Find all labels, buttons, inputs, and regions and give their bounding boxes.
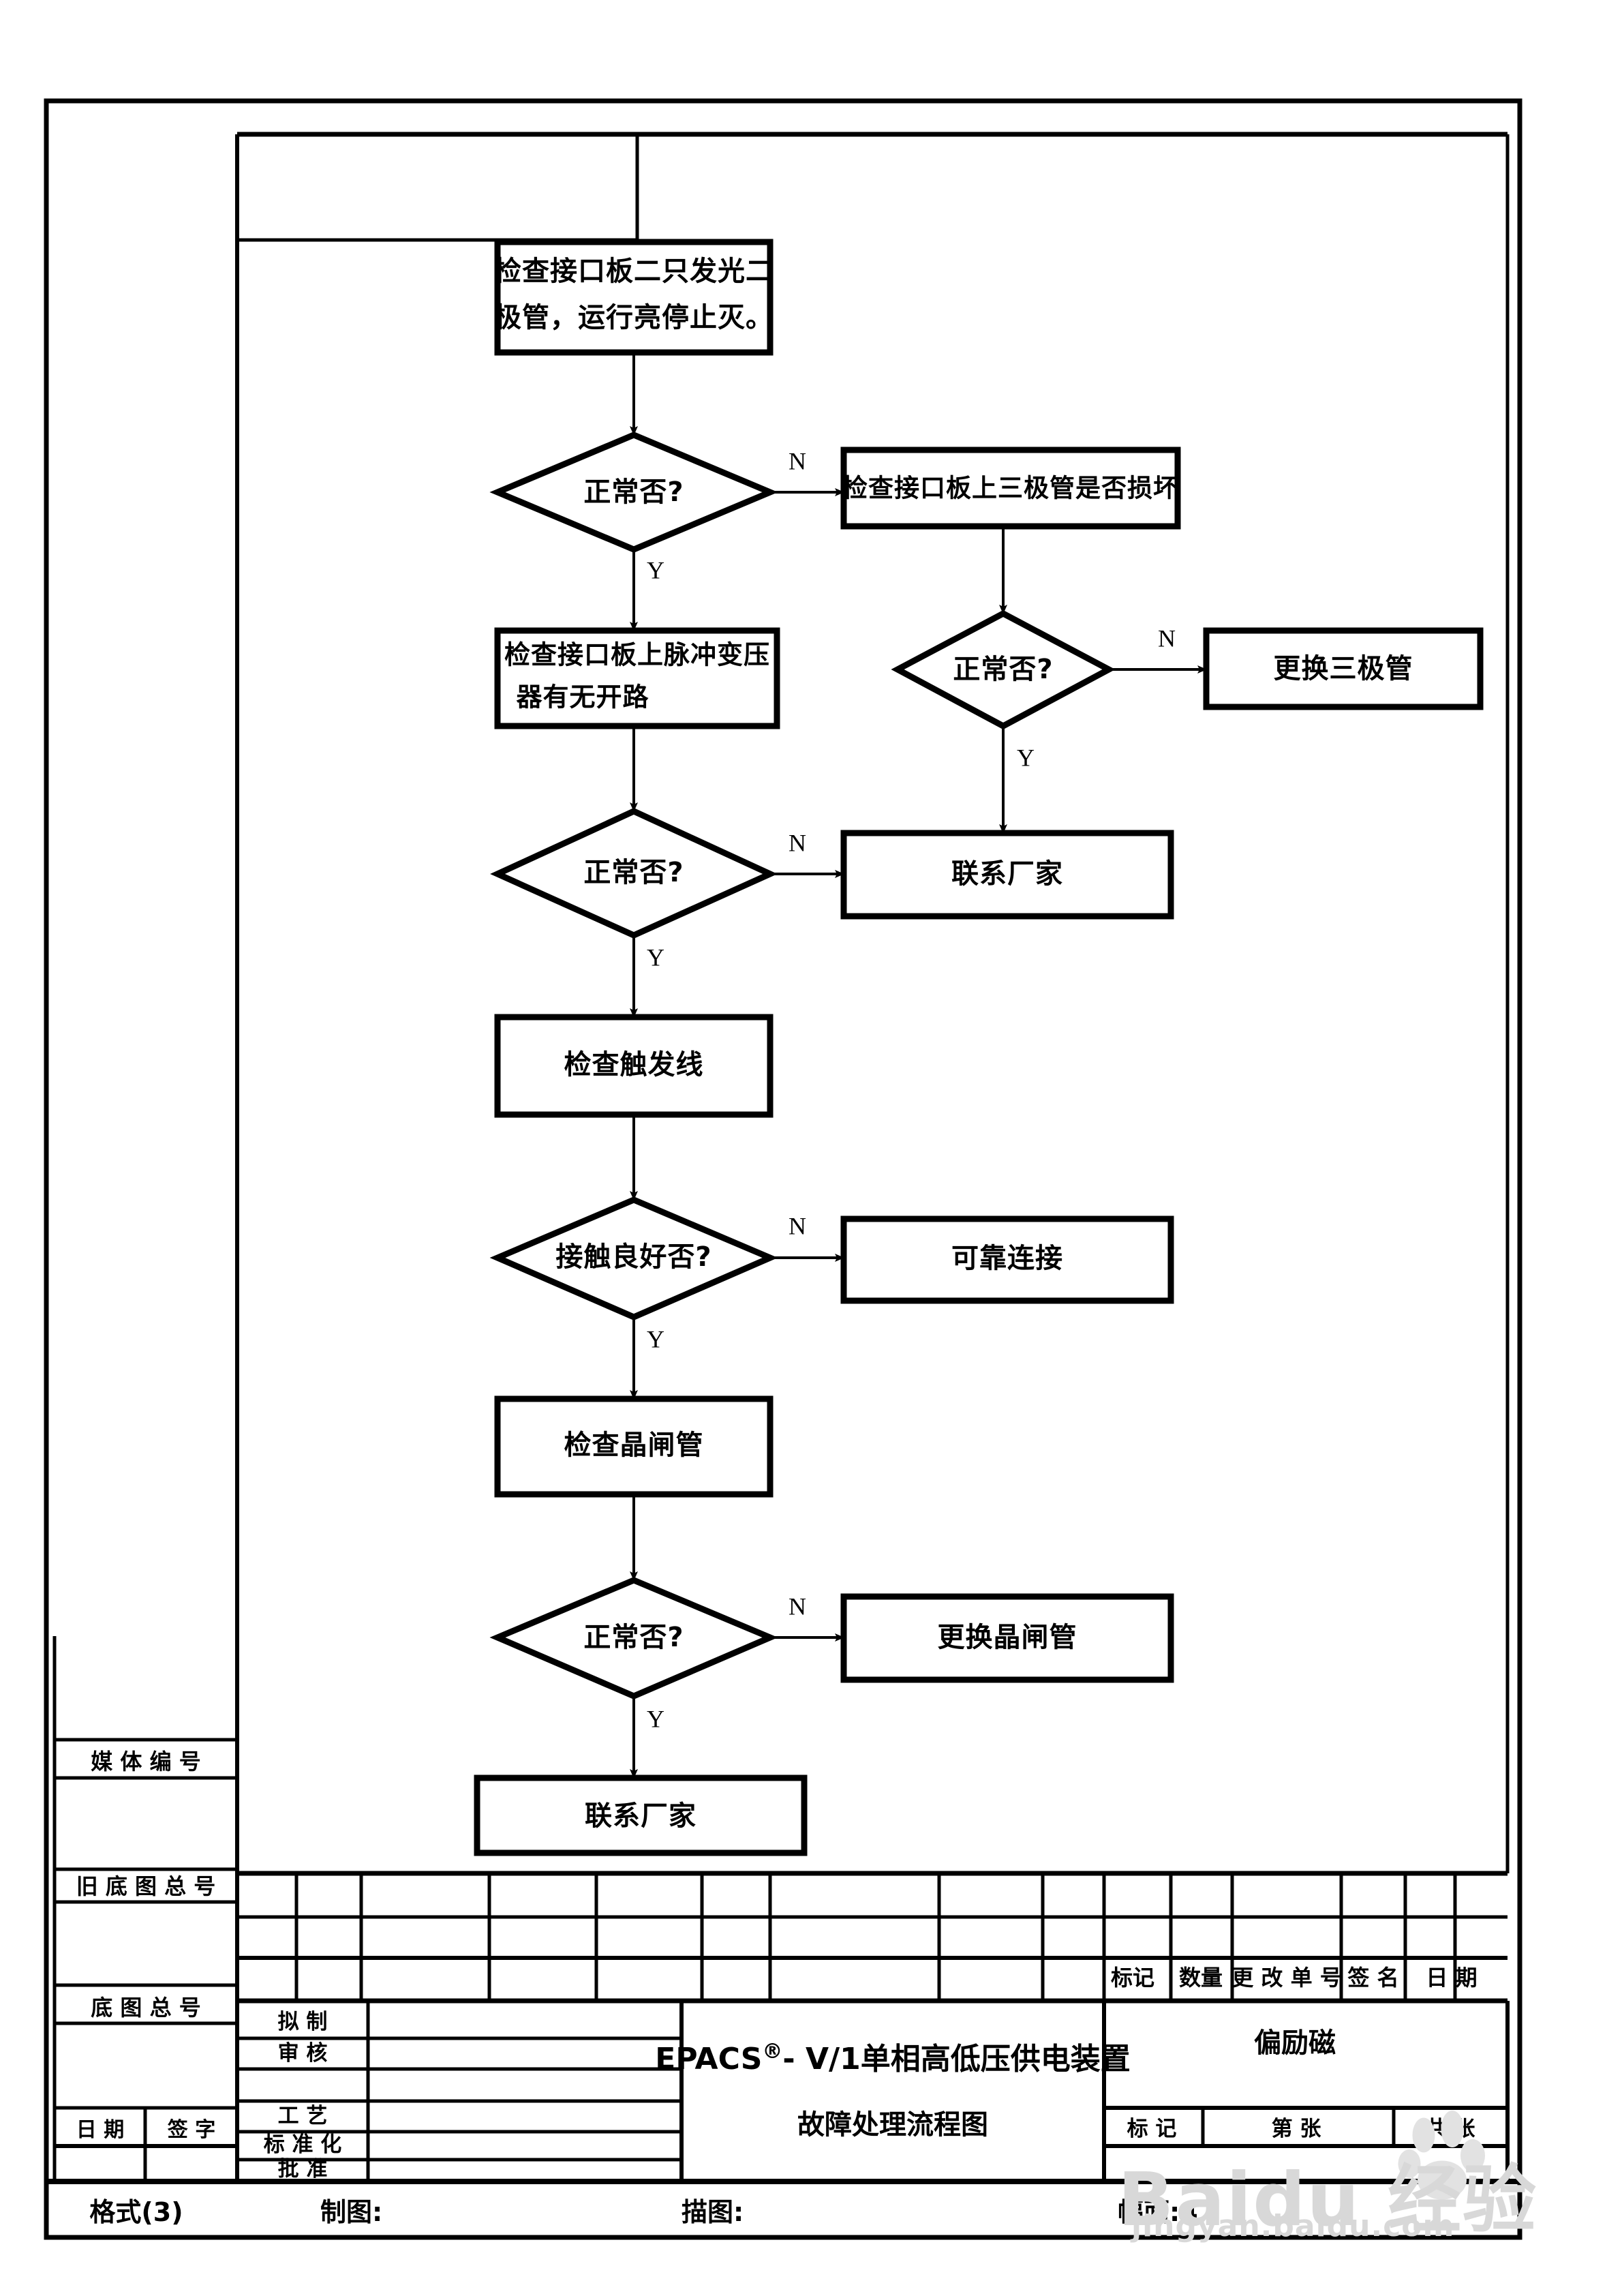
sheet-frame bbox=[44, 98, 1522, 2240]
flow-branch-labels: N Y N Y N Y N Y N Y bbox=[647, 447, 1176, 1732]
flow-node-line: 更换晶闸管 bbox=[938, 1622, 1077, 1653]
sheet-total-label: 共 张 bbox=[1426, 2117, 1475, 2141]
revision-header-change-no: 更 改 单 号 bbox=[1231, 1965, 1341, 1991]
title-block-left-column bbox=[52, 1636, 239, 2181]
title-block-left-labels: 媒 体 编 号 旧 底 图 总 号 底 图 总 号 日 期 签 字 bbox=[76, 1749, 216, 2142]
flow-node-line: 可靠连接 bbox=[951, 1243, 1063, 1274]
revision-headers: 标记 数量 更 改 单 号 签 名 日 期 bbox=[1111, 1965, 1478, 1991]
flow-node-line: 极管，运行亮停止灭。 bbox=[494, 302, 774, 333]
flow-decision-normal-3[interactable]: 正常否? bbox=[490, 808, 778, 939]
format-label: 格式(3) bbox=[89, 2197, 183, 2227]
main-title-cell: EPACS®- V/1单相高低压供电装置 故障处理流程图 bbox=[655, 2001, 1131, 2181]
label-old-base-no: 旧 底 图 总 号 bbox=[76, 1873, 216, 1899]
flow-node-replace-transistor[interactable]: 更换三极管 bbox=[1203, 627, 1484, 710]
flow-decision-label: 正常否? bbox=[953, 654, 1053, 685]
flow-decision-contact-good[interactable]: 接触良好否? bbox=[489, 1196, 778, 1320]
label-media-no: 媒 体 编 号 bbox=[91, 1749, 200, 1774]
revision-header-signature: 签 名 bbox=[1347, 1965, 1398, 1991]
approvals-table bbox=[46, 2001, 1520, 2184]
drawn-by-label: 制图: bbox=[320, 2197, 382, 2227]
flow-node-check-interface-leds[interactable]: 检查接口板二只发光二 极管，运行亮停止灭。 bbox=[494, 239, 774, 356]
branch-label-y-d3: Y bbox=[647, 943, 664, 971]
flow-decision-label: 正常否? bbox=[583, 857, 684, 888]
approvals-labels: 拟 制 审 核 工 艺 标 准 化 批 准 bbox=[264, 2010, 342, 2181]
flow-decision-normal-2[interactable]: 正常否? bbox=[891, 609, 1116, 730]
flow-node-contact-manufacturer-2[interactable]: 联系厂家 bbox=[474, 1774, 808, 1856]
flow-decision-label: 正常否? bbox=[583, 1622, 684, 1653]
approval-label-drafted: 拟 制 bbox=[278, 2010, 328, 2034]
branch-label-n-d2: N bbox=[1158, 624, 1176, 652]
flow-node-line: 检查接口板二只发光二 bbox=[494, 256, 774, 287]
flow-node-check-trigger-wire[interactable]: 检查触发线 bbox=[494, 1014, 774, 1118]
label-signature: 签 字 bbox=[168, 2118, 215, 2142]
flow-node-reliable-connection[interactable]: 可靠连接 bbox=[840, 1215, 1174, 1304]
branch-label-n-d4: N bbox=[789, 1212, 806, 1239]
sheet-page-label: 第 张 bbox=[1272, 2117, 1321, 2141]
branch-label-n-d5: N bbox=[789, 1592, 806, 1620]
traced-by-label: 描图: bbox=[682, 2197, 744, 2227]
approval-label-standardization: 标 准 化 bbox=[264, 2132, 342, 2157]
sheet-mark-label: 标 记 bbox=[1127, 2117, 1177, 2141]
label-date: 日 期 bbox=[76, 2118, 124, 2142]
registered-trademark-icon: ® bbox=[762, 2040, 782, 2064]
revision-header-mark: 标记 bbox=[1111, 1965, 1154, 1991]
flow-node-replace-thyristor[interactable]: 更换晶闸管 bbox=[840, 1593, 1174, 1683]
right-panel bbox=[1104, 2001, 1510, 2181]
sheet-size-label: 幅面:4 bbox=[1118, 2197, 1198, 2227]
inner-drawing-frame bbox=[235, 132, 1510, 1873]
label-base-no: 底 图 总 号 bbox=[91, 1995, 200, 2021]
flow-connectors bbox=[630, 351, 1207, 1779]
revision-grid bbox=[237, 1871, 1508, 2004]
flow-node-line: 器有无开路 bbox=[516, 682, 649, 712]
flow-decision-normal-1[interactable]: 正常否? bbox=[489, 432, 778, 553]
branch-label-n-d1: N bbox=[789, 447, 806, 474]
revision-header-date: 日 期 bbox=[1426, 1965, 1477, 1991]
main-title-line1: EPACS®- V/1单相高低压供电装置 bbox=[655, 2040, 1130, 2076]
main-title-model: - V/1单相高低压供电装置 bbox=[782, 2042, 1130, 2076]
subtitle-bias-excitation: 偏励磁 bbox=[1254, 2027, 1336, 2059]
approval-label-process: 工 艺 bbox=[278, 2104, 328, 2128]
flow-decision-label: 正常否? bbox=[583, 477, 684, 508]
flow-node-line: 联系厂家 bbox=[585, 1800, 697, 1832]
main-title-epacs: EPACS bbox=[655, 2042, 762, 2076]
flow-node-check-transistor-damage[interactable]: 检查接口板上三极管是否损坏 bbox=[840, 447, 1181, 530]
main-title-line2: 故障处理流程图 bbox=[797, 2109, 988, 2141]
flow-node-line: 检查接口板上三极管是否损坏 bbox=[842, 474, 1179, 503]
flow-decision-label: 接触良好否? bbox=[555, 1241, 711, 1273]
bottom-strip: 格式(3) 制图: 描图: 幅面:4 bbox=[89, 2197, 1197, 2227]
branch-label-y-d5: Y bbox=[647, 1705, 664, 1732]
approval-label-reviewed: 审 核 bbox=[278, 2041, 328, 2066]
right-panel-labels: 偏励磁 标 记 第 张 共 张 bbox=[1127, 2027, 1475, 2141]
branch-label-y-d2: Y bbox=[1017, 744, 1035, 771]
flow-node-check-thyristor[interactable]: 检查晶闸管 bbox=[494, 1395, 774, 1498]
approval-label-approved: 批 准 bbox=[278, 2157, 328, 2181]
flow-node-line: 检查触发线 bbox=[564, 1049, 704, 1081]
flow-decision-normal-4[interactable]: 正常否? bbox=[489, 1577, 778, 1700]
flow-node-line: 检查接口板上脉冲变压 bbox=[504, 640, 770, 670]
flow-node-line: 联系厂家 bbox=[951, 858, 1063, 890]
branch-label-y-d4: Y bbox=[647, 1325, 664, 1353]
branch-label-y-d1: Y bbox=[647, 556, 664, 584]
revision-header-qty: 数量 bbox=[1179, 1965, 1223, 1991]
flow-node-line: 检查晶闸管 bbox=[564, 1430, 704, 1461]
flowchart: N Y N Y N Y N Y N Y 检查接口板二只发光二 极管，运行亮停止灭… bbox=[474, 239, 1484, 1856]
flow-node-check-pulse-transformer[interactable]: 检查接口板上脉冲变压 器有无开路 bbox=[494, 627, 780, 729]
flow-node-contact-manufacturer-1[interactable]: 联系厂家 bbox=[840, 830, 1174, 920]
title-block: 媒 体 编 号 旧 底 图 总 号 底 图 总 号 日 期 签 字 bbox=[46, 1636, 1520, 2227]
branch-label-n-d3: N bbox=[789, 829, 806, 856]
flow-node-line: 更换三极管 bbox=[1274, 653, 1413, 684]
